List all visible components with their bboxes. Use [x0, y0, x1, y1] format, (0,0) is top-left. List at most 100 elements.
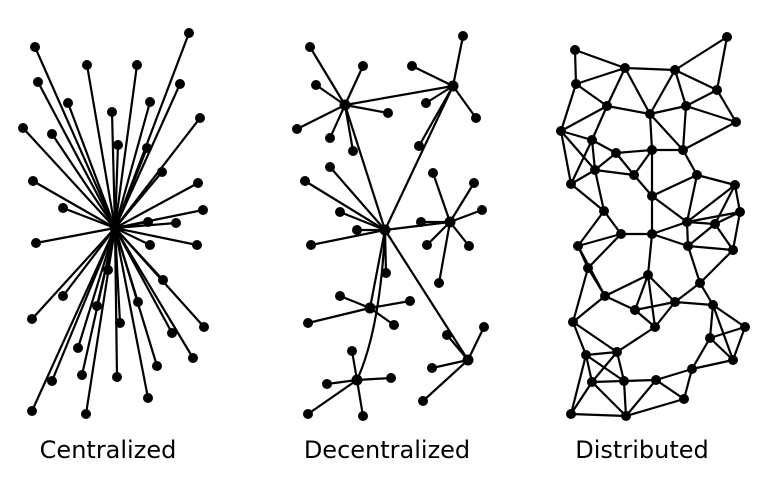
network-edge [714, 184, 736, 225]
network-edge [570, 139, 593, 185]
network-edge [731, 326, 747, 361]
network-node [681, 101, 691, 111]
network-edge [651, 220, 688, 236]
network-edge [655, 367, 693, 382]
network-node [612, 347, 622, 357]
network-node [115, 318, 125, 328]
network-node [434, 278, 444, 288]
network-node [695, 278, 705, 288]
network-edge [343, 104, 355, 152]
network-edge [709, 325, 746, 340]
network-edge [649, 69, 676, 115]
network-node [142, 143, 152, 153]
network-edge [437, 221, 452, 284]
network-node [620, 63, 630, 73]
network-edge [591, 381, 627, 417]
network-edge [634, 300, 676, 312]
network-node [568, 317, 578, 327]
network-edge [369, 299, 411, 310]
network-node [630, 305, 640, 315]
network-edge [577, 210, 605, 247]
network-node [679, 394, 689, 404]
network-node [647, 229, 657, 239]
network-edge [591, 379, 625, 384]
network-node [364, 302, 376, 314]
network-node [132, 60, 142, 70]
network-edge [356, 229, 387, 381]
network-node [31, 238, 41, 248]
network-edge [674, 300, 714, 307]
network-edge [569, 354, 588, 415]
network-node [348, 146, 358, 156]
network-node [418, 396, 428, 406]
network-edge [712, 304, 746, 328]
network-edge [685, 174, 699, 223]
network-edge [113, 83, 182, 229]
network-node [386, 373, 396, 383]
network-edge [344, 65, 364, 106]
network-node [145, 240, 155, 250]
network-edge [696, 173, 736, 187]
network-node [112, 372, 122, 382]
network-edge [590, 105, 609, 141]
network-edge [343, 104, 387, 231]
network-edge [604, 274, 649, 297]
network-edge [681, 105, 688, 151]
network-edge [35, 226, 116, 245]
network-edge [85, 64, 117, 229]
network-node [113, 140, 123, 150]
network-edge [649, 113, 684, 151]
network-node [405, 296, 415, 306]
centralized-label: Centralized [39, 436, 177, 464]
network-node [145, 97, 155, 107]
network-edge [594, 168, 635, 177]
network-edge [30, 227, 117, 412]
network-edge [467, 326, 485, 361]
network-edge [113, 64, 139, 229]
network-node [92, 301, 102, 311]
network-node [81, 409, 91, 419]
network-node [647, 191, 657, 201]
network-node [687, 364, 697, 374]
network-node [335, 291, 345, 301]
network-node [678, 145, 688, 155]
network-edge [384, 85, 454, 231]
network-edge [451, 35, 465, 87]
network-edge [449, 182, 475, 223]
network-node [670, 297, 680, 307]
network-node [198, 205, 208, 215]
network-node [171, 218, 181, 228]
network-edge [572, 295, 606, 323]
network-node [339, 99, 351, 111]
network-edge [114, 226, 198, 247]
network-node [651, 375, 661, 385]
network-edge [575, 83, 608, 107]
network-edge [711, 304, 735, 361]
network-node [422, 240, 432, 250]
network-node [479, 322, 489, 332]
network-edge [22, 127, 116, 229]
network-node [670, 65, 680, 75]
network-edge [593, 169, 606, 212]
network-edge [113, 101, 152, 229]
network-edge [32, 180, 116, 229]
network-edge [328, 104, 347, 139]
network-edge [114, 227, 151, 246]
network-edge [560, 105, 608, 132]
network-edge [674, 36, 728, 71]
network-edge [575, 66, 626, 86]
network-edge [113, 144, 120, 229]
network-edge [685, 89, 718, 107]
network-node [599, 206, 609, 216]
network-node [58, 203, 68, 213]
network-node [158, 275, 168, 285]
network-edge [585, 350, 618, 357]
network-edge [624, 67, 651, 115]
network-edge [585, 354, 625, 382]
network-node [643, 270, 653, 280]
network-edge [344, 103, 389, 115]
network-edge [431, 358, 469, 370]
network-edge [574, 48, 626, 70]
network-edge [633, 274, 650, 311]
network-node [705, 333, 715, 343]
